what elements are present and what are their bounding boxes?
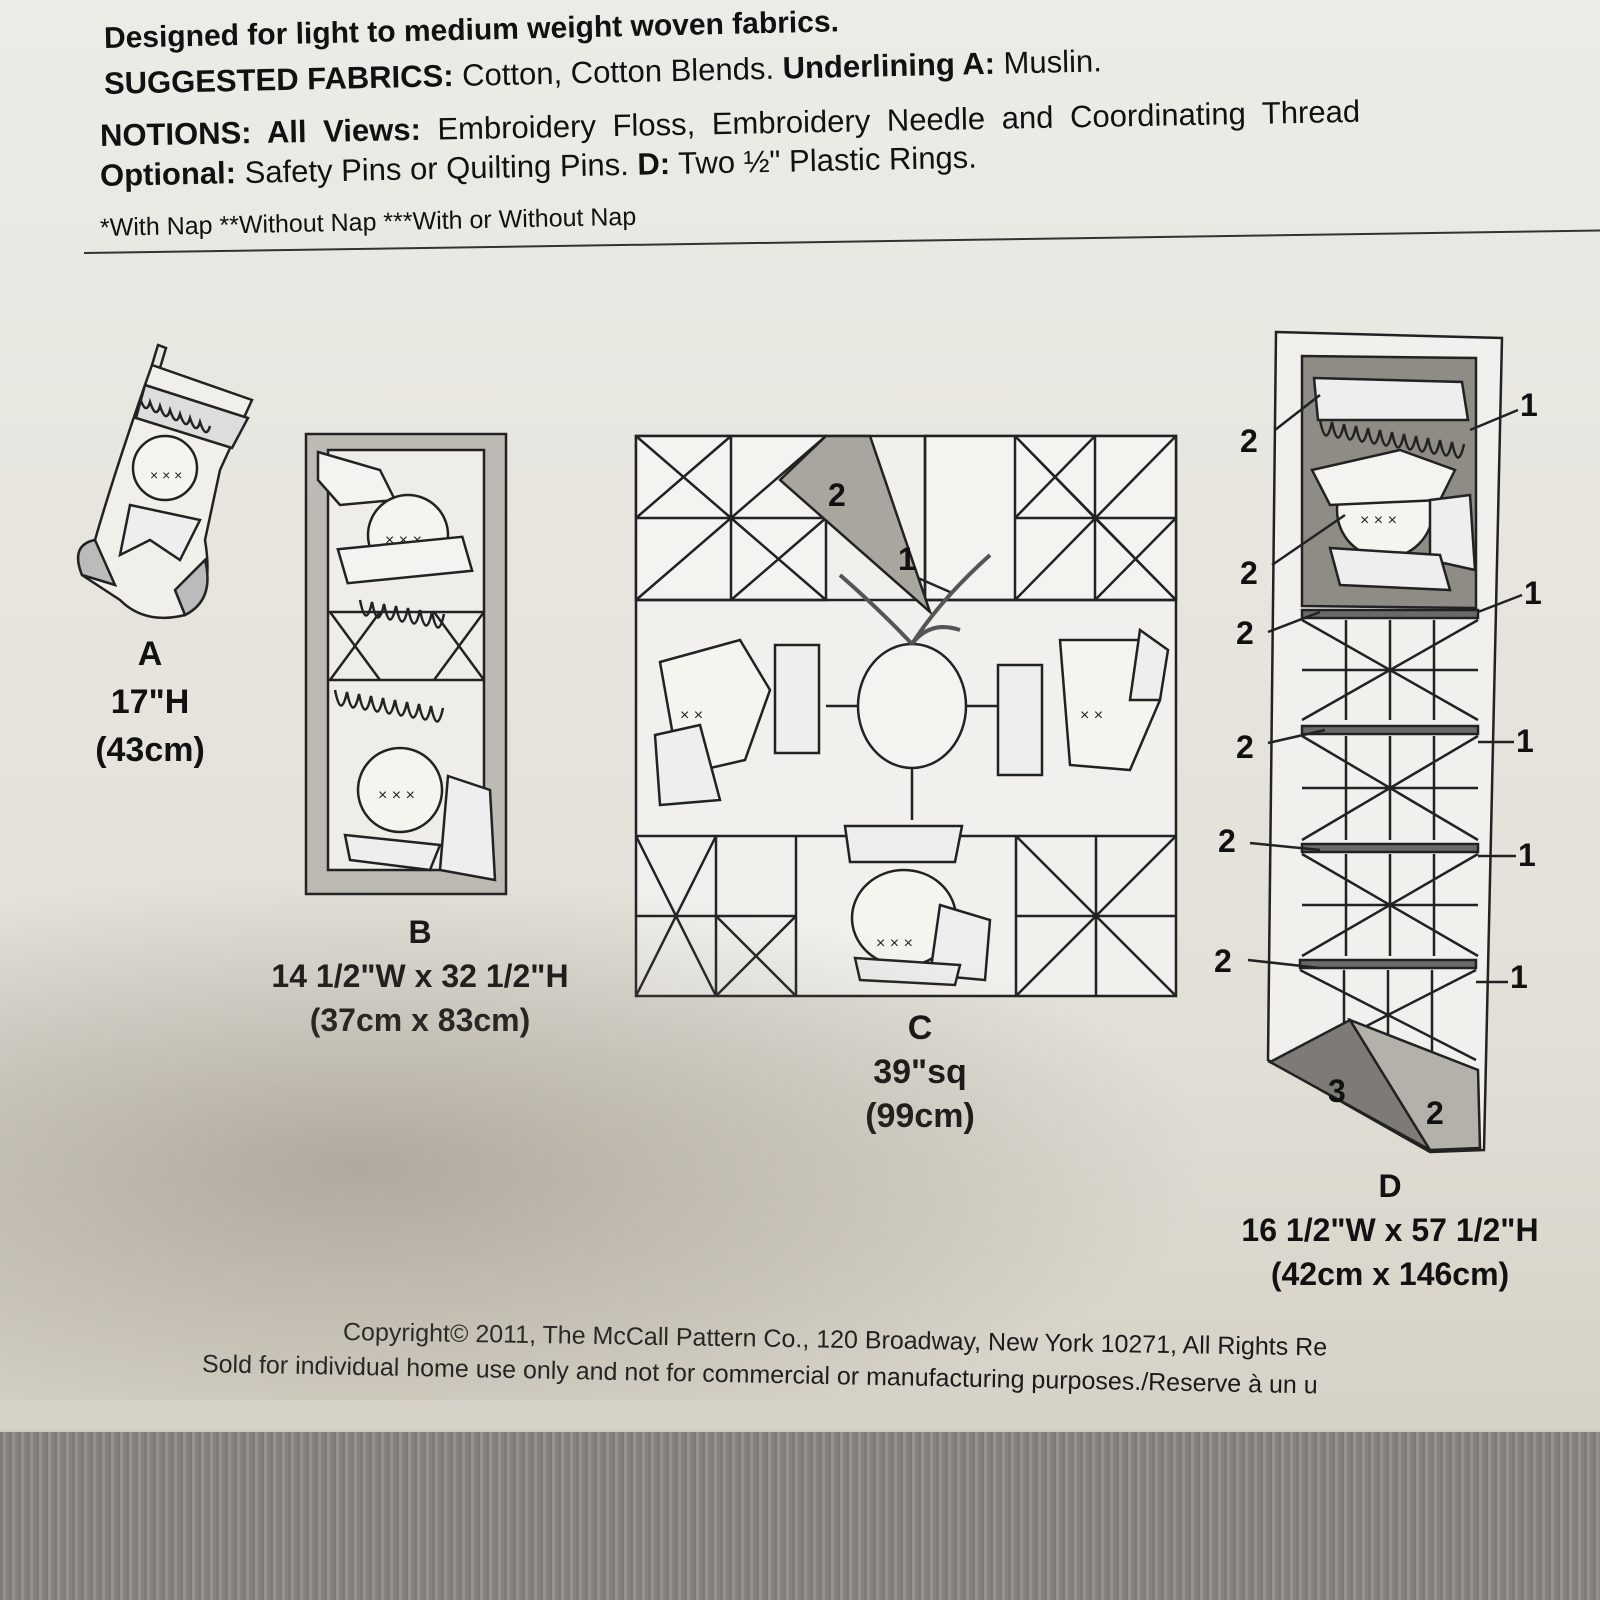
view-a-size: 17"H bbox=[110, 683, 190, 721]
view-d-letter: D bbox=[1378, 1168, 1402, 1204]
view-b-wallhanging-illustration: × × × × × × bbox=[304, 432, 508, 896]
view-c-size: 39"sq bbox=[873, 1053, 967, 1091]
view-a-stocking-illustration: × × × bbox=[76, 343, 254, 620]
view-d-callout-2a: 2 bbox=[1240, 423, 1258, 459]
view-d-callout-1a: 1 bbox=[1520, 387, 1538, 423]
view-b-metric: (37cm x 83cm) bbox=[309, 1002, 531, 1038]
svg-text:× × ×: × × × bbox=[1360, 512, 1397, 529]
view-a-caption: A 17"H (43cm) bbox=[70, 630, 230, 774]
view-d-callout-2b: 2 bbox=[1240, 555, 1258, 591]
view-a-letter: A bbox=[137, 635, 163, 673]
view-b-size: 14 1/2"W x 32 1/2"H bbox=[271, 958, 569, 994]
view-d-callout-2d: 2 bbox=[1236, 729, 1254, 765]
carpet-background bbox=[0, 1410, 1600, 1600]
svg-text:× ×: × × bbox=[680, 707, 703, 724]
view-c-metric: (99cm) bbox=[865, 1097, 975, 1135]
view-d-size: 16 1/2"W x 57 1/2"H bbox=[1241, 1212, 1539, 1248]
view-c-callout-2: 2 bbox=[828, 477, 846, 513]
view-c-treeskirt-illustration: × × × × × × × bbox=[634, 434, 1178, 998]
view-illustrations: × × × × × × × × × bbox=[76, 330, 1542, 1154]
view-d-metric: (42cm x 146cm) bbox=[1270, 1256, 1510, 1292]
view-d-callout-2e: 2 bbox=[1218, 823, 1236, 859]
view-d-callout-1c: 1 bbox=[1516, 723, 1534, 759]
view-d-callout-2c: 2 bbox=[1236, 615, 1254, 651]
view-d-runner-illustration: × × × bbox=[1247, 330, 1523, 1154]
view-c-caption: C 39"sq (99cm) bbox=[820, 1006, 1020, 1138]
svg-text:× × ×: × × × bbox=[378, 787, 415, 804]
view-d-callout-1d: 1 bbox=[1518, 837, 1536, 873]
view-a-metric: (43cm) bbox=[95, 731, 205, 769]
view-c-callout-1: 1 bbox=[898, 541, 916, 577]
svg-text:× × ×: × × × bbox=[876, 935, 913, 952]
view-d-callout-2f: 2 bbox=[1214, 943, 1232, 979]
svg-text:× × ×: × × × bbox=[150, 467, 182, 483]
view-d-corner-3: 3 bbox=[1328, 1073, 1346, 1109]
view-d-corner-2: 2 bbox=[1426, 1095, 1444, 1131]
view-d-caption: D 16 1/2"W x 57 1/2"H (42cm x 146cm) bbox=[1200, 1164, 1580, 1296]
view-b-letter: B bbox=[408, 914, 432, 950]
stocking-hanger-loop bbox=[150, 343, 168, 369]
pattern-envelope-back: Designed for light to medium weight wove… bbox=[0, 0, 1600, 1432]
view-b-caption: B 14 1/2"W x 32 1/2"H (37cm x 83cm) bbox=[230, 910, 610, 1042]
view-d-callout-1e: 1 bbox=[1510, 959, 1528, 995]
view-d-callout-1b: 1 bbox=[1524, 575, 1542, 611]
svg-text:× ×: × × bbox=[1080, 707, 1103, 724]
view-c-letter: C bbox=[907, 1009, 933, 1047]
